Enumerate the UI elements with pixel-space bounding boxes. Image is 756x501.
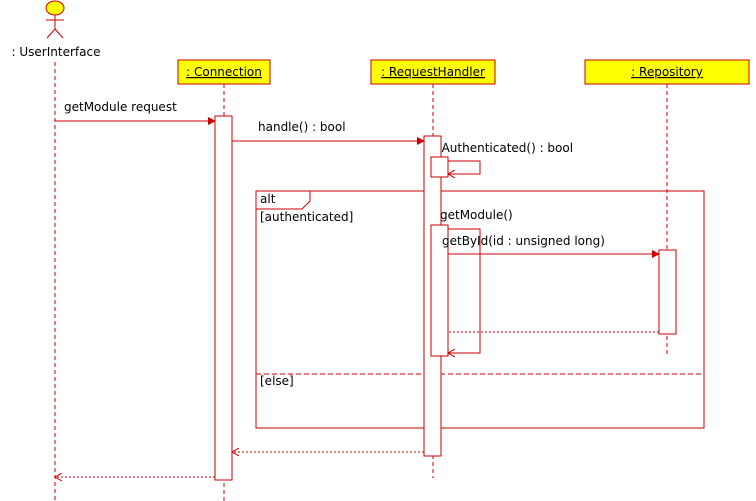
object-box — [584, 59, 750, 85]
fragment-frame — [255, 190, 705, 429]
actor-label: : UserInterface — [12, 45, 101, 59]
object-box — [370, 59, 496, 85]
fragment-guard-authenticated: [authenticated] — [260, 210, 353, 224]
object-label: : Connection — [186, 65, 262, 79]
actor-leg-right — [54, 28, 64, 39]
actor-leg-left — [46, 28, 56, 39]
message-getmodule-request-label: getModule request — [64, 100, 177, 114]
activation-getmodule — [430, 224, 449, 357]
activation-isauthenticated — [430, 156, 449, 178]
object-label: : Repository — [631, 65, 703, 79]
activation-repository — [658, 249, 677, 335]
message-getmodule-label: getModule() — [440, 208, 513, 222]
message-isauthenticated-arrow — [448, 160, 481, 174]
object-repository: : Repository — [584, 59, 750, 85]
object-box — [177, 59, 271, 85]
actor-userinterface: : UserInterface — [12, 0, 101, 59]
object-connection: : Connection — [177, 59, 271, 85]
message-handle-label: handle() : bool — [258, 120, 346, 134]
fragment-operator-tab — [256, 191, 311, 210]
message-getbyid-label: getById(id : unsigned long) — [442, 234, 605, 248]
object-requesthandler: : RequestHandler — [370, 59, 496, 85]
object-label: : RequestHandler — [381, 65, 485, 79]
alt-fragment: alt [authenticated] [else] — [255, 190, 705, 429]
fragment-operator: alt — [260, 192, 276, 206]
activation-connection — [214, 115, 233, 481]
message-isauthenticated-label: isAuthenticated() : bool — [432, 141, 573, 155]
actor-head — [45, 0, 65, 16]
fragment-guard-else: [else] — [260, 374, 294, 388]
message-getmodule-arrow — [448, 228, 481, 353]
